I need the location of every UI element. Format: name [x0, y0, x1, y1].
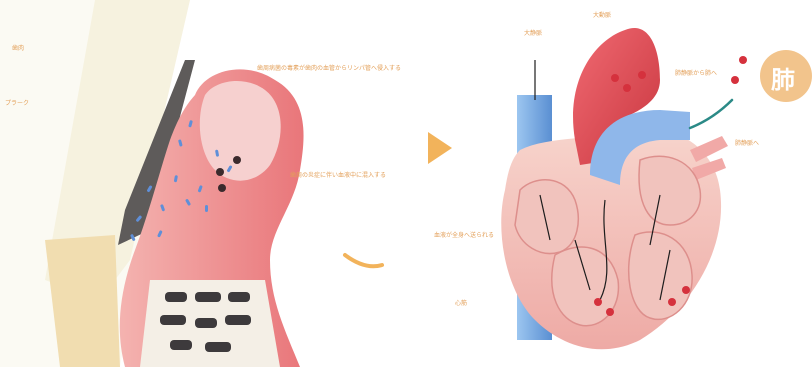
label-gum: 歯肉 [12, 45, 24, 53]
teal-flow-arrow [690, 100, 732, 128]
label-to-lungs: 肺静脈へ [735, 140, 759, 148]
pulmonary-veins [690, 136, 728, 180]
label-body-circulation: 血液が全身へ送られる [434, 232, 494, 240]
label-myocardium: 心筋 [455, 300, 467, 308]
lung-badge-text: 肺 [771, 60, 795, 95]
chevron-arc-icon [345, 255, 382, 266]
label-vena-cava: 大静脈 [524, 30, 542, 38]
alveolar-bone [140, 280, 280, 367]
play-triangle-icon [428, 132, 452, 164]
label-plaque: プラーク [5, 100, 29, 108]
label-aorta: 大動脈 [593, 12, 611, 20]
label-pulmonary-veins: 肺静脈から肺へ [675, 70, 717, 78]
gum-diagram [0, 0, 382, 367]
gum-crest [200, 81, 281, 181]
label-inflammation: 歯周の炎症に伴い血液中に混入する [290, 172, 386, 180]
label-toxin-entry: 歯周病菌の毒素が歯肉の血管からリンパ管へ侵入する [257, 65, 401, 73]
